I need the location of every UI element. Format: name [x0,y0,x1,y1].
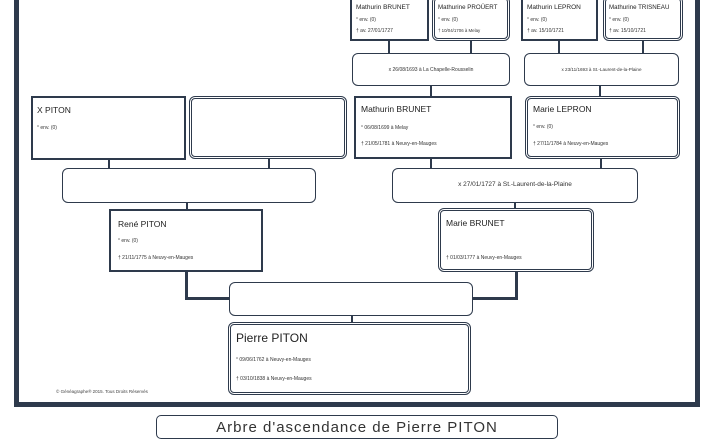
connector [470,41,472,53]
tree-caption: Arbre d'ascendance de Pierre PITON [216,419,498,436]
death-info: † 10/04/1706 à Melay [438,28,481,33]
ancestor-box-x-piton[interactable]: X PITON ° env. (0) [31,96,186,160]
birth-info: ° env. (0) [37,125,57,131]
ancestor-box-mathurin-lepron[interactable]: Mathurin LEPRON ° env. (0) † av. 15/10/1… [521,0,598,41]
marriage-info: x 23/11/1693 à St.-Laurent-de-la-Plaine [561,67,642,72]
death-info: † av. 27/01/1727 [356,28,393,34]
person-name: Mathurine PROÜERT [438,4,498,11]
ancestor-box-mathurin-brunet[interactable]: Mathurin BRUNET ° 06/08/1699 à Melay † 2… [354,96,512,159]
person-name: X PITON [37,105,71,115]
death-info: † 21/05/1781 à Neuvy-en-Mauges [361,141,437,147]
birth-info: ° env. (0) [609,17,629,23]
birth-info: ° env. (0) [118,238,138,244]
marriage-info: x 27/01/1727 à St.-Laurent-de-la-Plaine [458,181,572,188]
connector [268,159,270,169]
caption-box: Arbre d'ascendance de Pierre PITON [156,415,558,439]
death-info: † 01/03/1777 à Neuvy-en-Mauges [446,255,522,261]
ancestor-box-unknown[interactable] [189,96,347,159]
connector [351,316,353,323]
connector [599,86,601,96]
death-info: † 27/11/1784 à Neuvy-en-Mauges [533,141,609,147]
person-name: Marie BRUNET [446,218,505,228]
person-name: Mathurine TRISNEAU [609,4,670,11]
person-name: Pierre PITON [236,331,308,345]
connector [430,86,432,96]
connector [185,297,230,300]
birth-info: ° env. (0) [356,17,376,23]
connector [514,203,516,210]
connector [600,159,602,169]
connector [388,41,390,53]
marriage-box-piton-brunet[interactable] [229,282,473,316]
ancestor-box-mathurine-trisneau[interactable]: Mathurine TRISNEAU ° env. (0) † av. 15/1… [603,0,683,41]
marriage-info: x 26/08/1693 à La Chapelle-Rousselin [388,67,474,73]
root-person-box-pierre-piton[interactable]: Pierre PITON ° 09/06/1762 à Neuvy-en-Mau… [228,322,471,395]
connector [108,160,110,169]
birth-info: ° env. (0) [533,124,553,130]
marriage-box-piton[interactable] [62,168,316,203]
ancestor-box-marie-brunet[interactable]: Marie BRUNET † 01/03/1777 à Neuvy-en-Mau… [438,208,594,272]
connector [472,297,518,300]
person-name: René PITON [118,219,167,229]
ancestor-box-marie-lepron[interactable]: Marie LEPRON ° env. (0) † 27/11/1784 à N… [525,96,680,159]
marriage-box-lepron-trisneau[interactable]: x 23/11/1693 à St.-Laurent-de-la-Plaine [524,53,679,86]
ancestor-box-mathurine-prouert[interactable]: Mathurine PROÜERT ° env. (0) † 10/04/170… [432,0,510,41]
birth-info: ° 09/06/1762 à Neuvy-en-Mauges [236,357,311,363]
birth-info: ° 06/08/1699 à Melay [361,125,409,131]
death-info: † 21/11/1775 à Neuvy-en-Mauges [118,255,194,261]
ancestor-box-mathurin-brunet-sr[interactable]: Mathurin BRUNET ° env. (0) † av. 27/01/1… [350,0,429,41]
copyright-notice: © Généagraphe® 2015. Tous Droits Réservé… [56,389,148,394]
death-info: † 03/10/1838 à Neuvy-en-Mauges [236,376,312,382]
ancestor-box-rene-piton[interactable]: René PITON ° env. (0) † 21/11/1775 à Neu… [109,209,263,272]
person-name: Mathurin BRUNET [361,104,432,114]
connector [185,272,188,299]
death-info: † av. 15/10/1721 [527,28,564,34]
person-name: Mathurin BRUNET [356,4,410,11]
marriage-box-brunet-prouert[interactable]: x 26/08/1693 à La Chapelle-Rousselin [352,53,510,86]
death-info: † av. 15/10/1721 [609,28,646,34]
birth-info: ° env. (0) [438,17,458,23]
person-name: Marie LEPRON [533,104,592,114]
connector [186,203,188,210]
connector [515,272,518,299]
connector [558,41,560,53]
person-name: Mathurin LEPRON [527,4,581,11]
connector [642,41,644,53]
marriage-box-brunet-lepron[interactable]: x 27/01/1727 à St.-Laurent-de-la-Plaine [392,168,638,203]
connector [430,159,432,169]
birth-info: ° env. (0) [527,17,547,23]
